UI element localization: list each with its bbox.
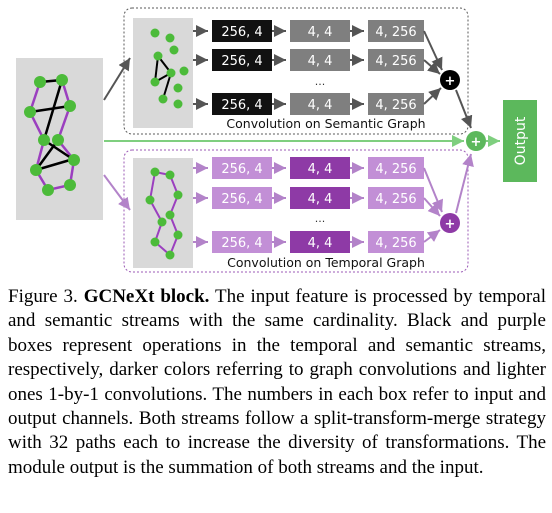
semantic-sum-node bbox=[440, 70, 460, 90]
temporal-path-row: 256, 4 4, 4 4, 256 bbox=[193, 229, 441, 253]
temporal-stream-label: Convolution on Temporal Graph bbox=[227, 255, 425, 270]
gcnext-block-diagram: 256, 4 4, 4 4, 256 256, 4 4, 4 4, 256 ..… bbox=[16, 7, 537, 273]
box-conv-in-label: 256, 4 bbox=[221, 236, 262, 251]
semantic-graph-nodes bbox=[150, 28, 189, 109]
box-gcn-mid-label: 4, 4 bbox=[308, 162, 333, 177]
box-conv-in-label: 256, 4 bbox=[221, 162, 262, 177]
figure-caption: Figure 3. GCNeXt block. The input featur… bbox=[8, 285, 546, 480]
box-conv-mid-label: 4, 4 bbox=[308, 25, 333, 40]
box-conv-out-label: 4, 256 bbox=[375, 25, 416, 40]
semantic-stream-frame bbox=[123, 7, 469, 135]
input-graph-purple-edges bbox=[28, 79, 76, 192]
caption-label: Figure 3. bbox=[8, 286, 78, 307]
box-conv-mid bbox=[290, 49, 350, 71]
box-gcn-in bbox=[212, 20, 272, 42]
box-conv-out bbox=[368, 49, 424, 71]
temporal-path-row: 256, 4 4, 4 4, 256 bbox=[193, 187, 441, 217]
temporal-graph-edges bbox=[148, 171, 180, 257]
semantic-path-row: 256, 4 4, 4 4, 256 bbox=[193, 87, 442, 115]
box-gcn-in-label: 256, 4 bbox=[221, 98, 262, 113]
box-conv-out bbox=[368, 20, 424, 42]
box-conv-out-label: 4, 256 bbox=[375, 162, 416, 177]
semantic-path-row: 256, 4 4, 4 4, 256 bbox=[193, 49, 441, 75]
box-conv-mid-label: 4, 4 bbox=[308, 98, 333, 113]
semantic-stream-label: Convolution on Semantic Graph bbox=[226, 116, 425, 131]
temporal-path-row: 256, 4 4, 4 4, 256 bbox=[193, 157, 444, 213]
box-conv-out-label: 4, 256 bbox=[375, 236, 416, 251]
caption-title: GCNeXt block. bbox=[83, 286, 210, 307]
box-gcn-mid bbox=[290, 157, 350, 179]
box-conv-out bbox=[368, 157, 424, 179]
box-conv-mid bbox=[290, 20, 350, 42]
box-gcn-mid-label: 4, 4 bbox=[308, 236, 333, 251]
box-gcn-mid bbox=[290, 231, 350, 253]
box-conv-in bbox=[212, 187, 272, 209]
temporal-ellipsis: ... bbox=[315, 212, 326, 225]
arrow-semantic-to-sum bbox=[455, 89, 473, 129]
box-conv-in bbox=[212, 231, 272, 253]
semantic-sum-symbol: + bbox=[445, 74, 456, 89]
output-label: Output bbox=[513, 116, 529, 165]
box-gcn-in-label: 256, 4 bbox=[221, 25, 262, 40]
box-conv-out-label: 4, 256 bbox=[375, 98, 416, 113]
temporal-stream-frame bbox=[123, 149, 469, 273]
box-gcn-mid bbox=[290, 187, 350, 209]
box-conv-out bbox=[368, 93, 424, 115]
box-conv-out-label: 4, 256 bbox=[375, 192, 416, 207]
box-conv-in bbox=[212, 157, 272, 179]
box-gcn-in bbox=[212, 93, 272, 115]
semantic-ellipsis: ... bbox=[315, 75, 326, 88]
temporal-sum-symbol: + bbox=[445, 217, 456, 232]
output-box bbox=[503, 100, 537, 182]
final-sum-symbol: + bbox=[471, 135, 482, 150]
caption-text: The input feature is processed by tempor… bbox=[8, 286, 546, 478]
box-gcn-in bbox=[212, 49, 272, 71]
temporal-sum-node bbox=[440, 213, 460, 233]
box-gcn-mid-label: 4, 4 bbox=[308, 192, 333, 207]
arrow-input-to-temporal bbox=[103, 174, 131, 211]
arrow-input-to-semantic bbox=[103, 57, 131, 101]
arrow-temporal-to-sum bbox=[455, 153, 474, 214]
box-gcn-in-label: 256, 4 bbox=[221, 54, 262, 69]
box-conv-mid-label: 4, 4 bbox=[308, 54, 333, 69]
box-conv-mid bbox=[290, 93, 350, 115]
final-sum-node bbox=[466, 131, 486, 151]
temporal-graph-nodes bbox=[145, 167, 183, 260]
box-conv-out-label: 4, 256 bbox=[375, 54, 416, 69]
box-conv-in-label: 256, 4 bbox=[221, 192, 262, 207]
box-conv-out bbox=[368, 187, 424, 209]
semantic-path-row: 256, 4 4, 4 4, 256 bbox=[193, 20, 443, 71]
box-conv-out bbox=[368, 231, 424, 253]
input-graph-nodes bbox=[24, 74, 80, 196]
